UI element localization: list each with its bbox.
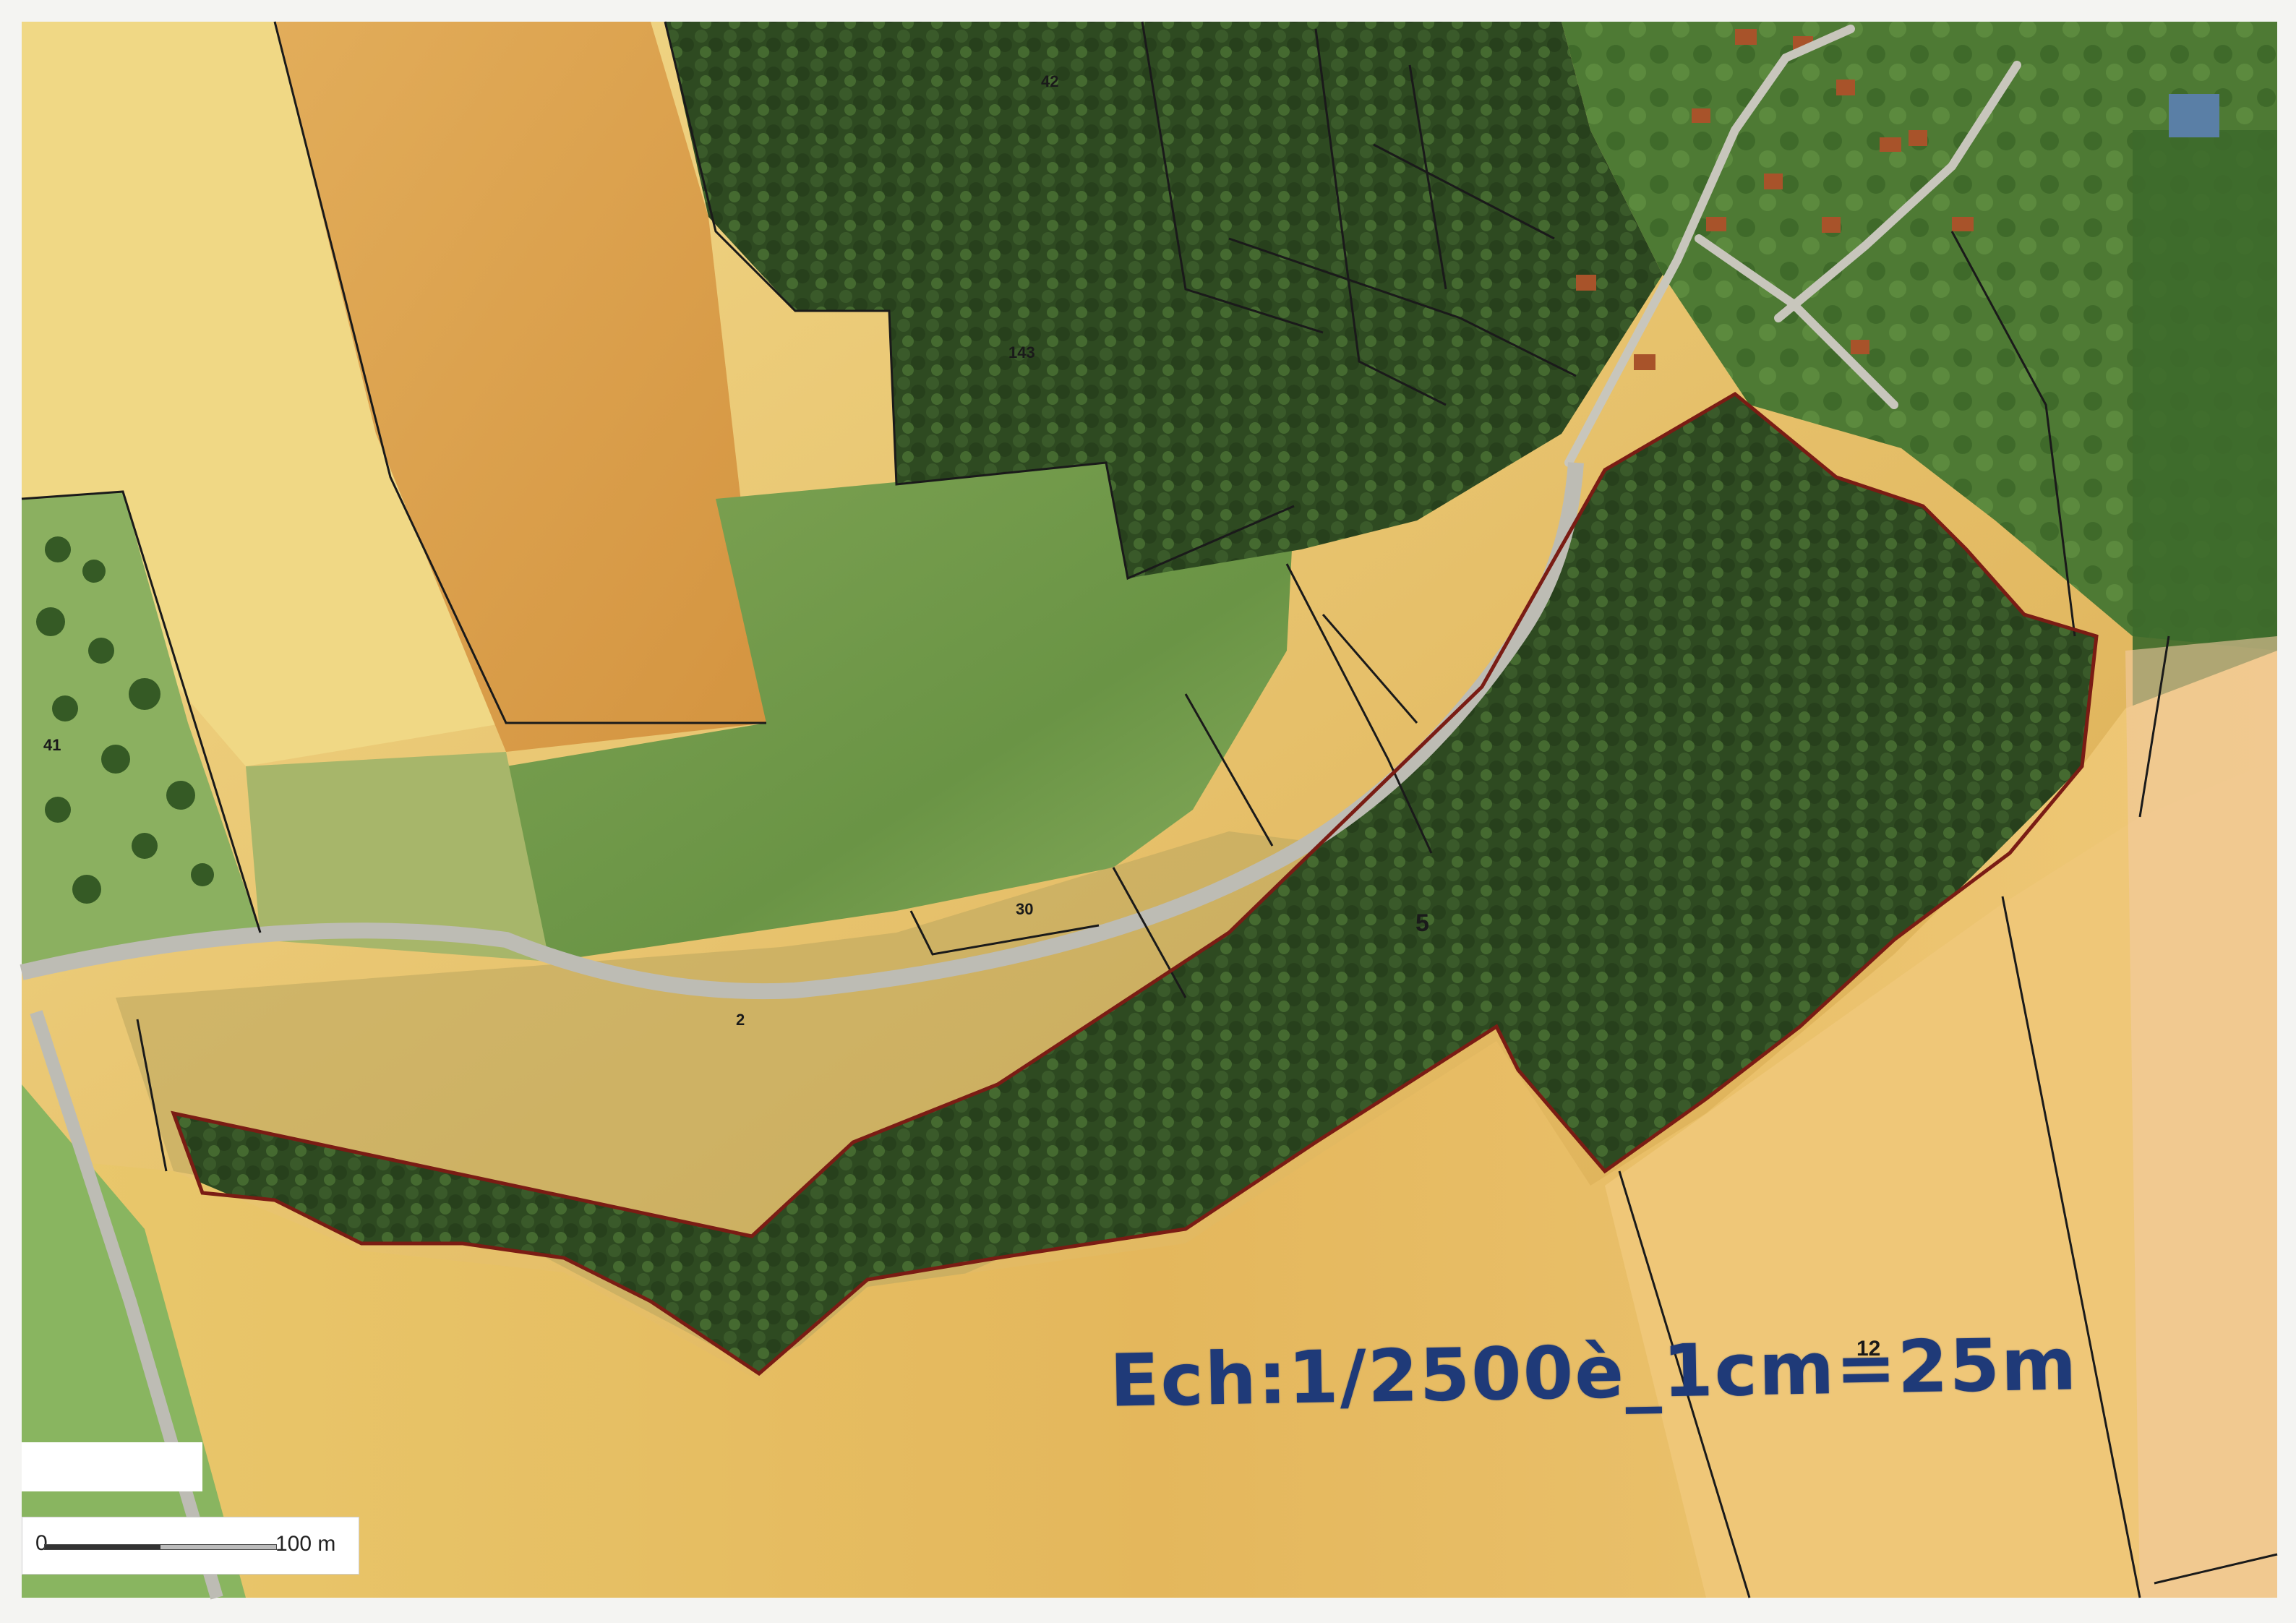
scale-bar-end-label: 100 m xyxy=(275,1532,336,1556)
cadastral-parcel-lines xyxy=(21,21,2278,1598)
parcel-label-5: 5 xyxy=(1415,909,1429,937)
forest-parcel-perimeter xyxy=(171,391,2099,1376)
scale-bar: 0 100 m xyxy=(22,1517,359,1575)
village-roads xyxy=(1564,25,2021,467)
parcel-label-2: 2 xyxy=(736,1011,745,1029)
village-building-blue-roof xyxy=(2169,94,2219,137)
parcel-label-12: 12 xyxy=(1856,1337,1880,1361)
road-west xyxy=(30,1010,223,1600)
field-central-green xyxy=(506,463,1294,962)
handwritten-scale-note: Ech:1/2500è_1cm=25m xyxy=(1109,1322,2079,1423)
field-southeast xyxy=(1605,759,2277,1598)
parcel-label-30: 30 xyxy=(1016,900,1033,918)
orchard-trees xyxy=(36,536,214,904)
village-area xyxy=(1562,22,2277,651)
orchard-parcel-41 xyxy=(22,492,260,969)
parcel-label-42: 42 xyxy=(1041,72,1058,90)
scale-bar-line xyxy=(44,1544,277,1550)
scale-bar-start-label: 0 xyxy=(35,1531,48,1555)
village-buildings xyxy=(1576,29,1974,370)
field-west-pale xyxy=(246,752,549,962)
parcel-label-41: 41 xyxy=(43,736,61,754)
forest-north xyxy=(665,22,1663,578)
parcel-label-143: 143 xyxy=(1008,343,1035,361)
forest-parcel-5 xyxy=(174,394,2096,1374)
field-northwest-orange xyxy=(275,22,766,752)
main-road xyxy=(20,462,1584,1000)
blank-label-box xyxy=(22,1442,202,1491)
field-east-pink xyxy=(2125,636,2277,1598)
